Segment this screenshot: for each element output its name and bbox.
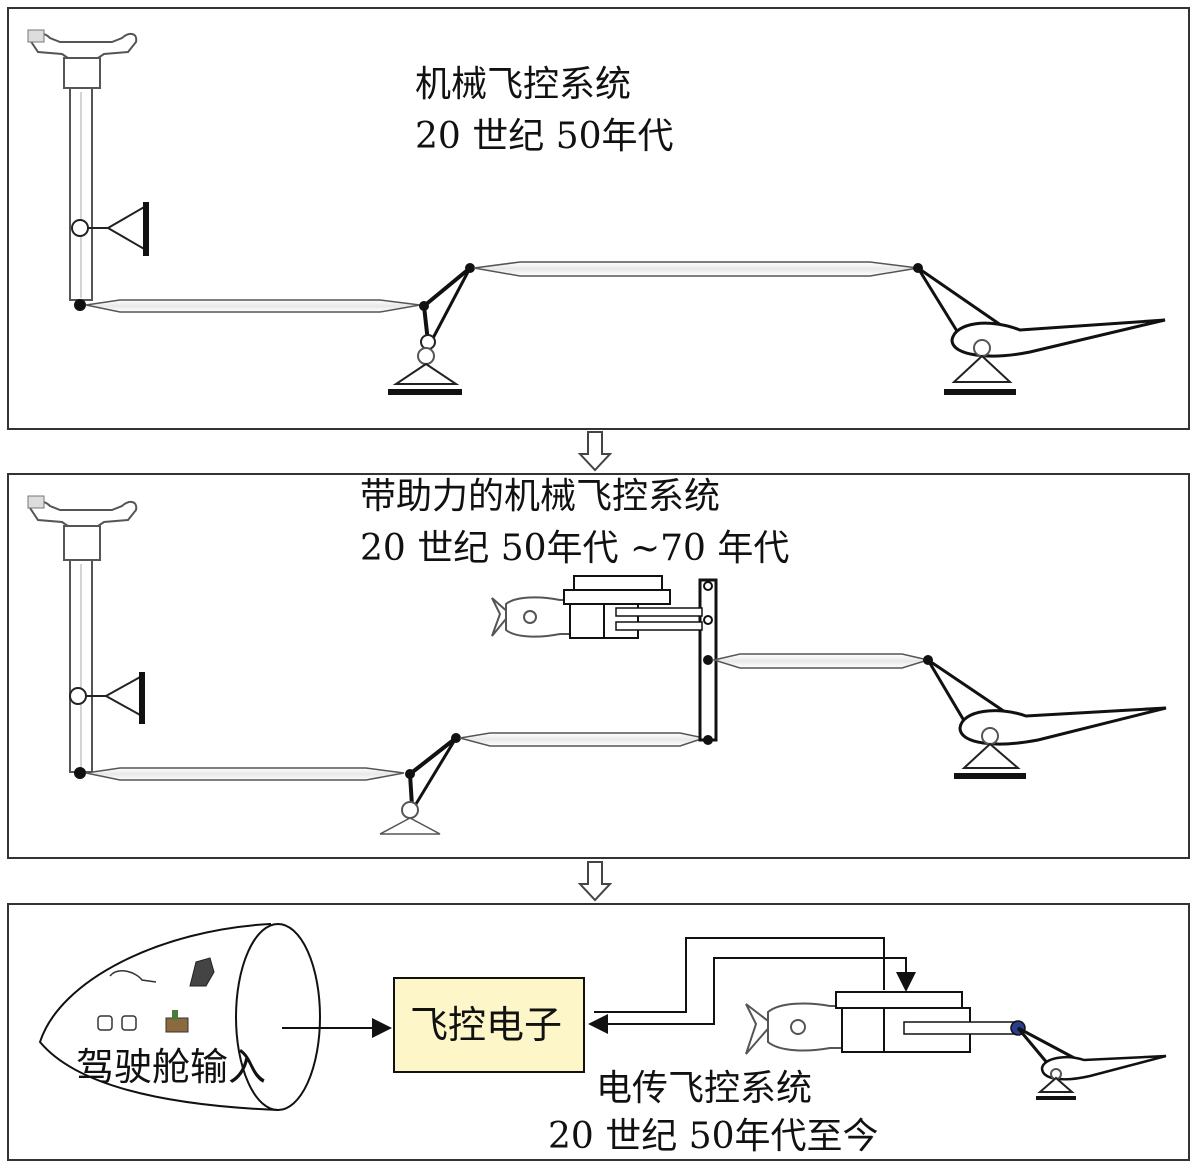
control-surface-icon [1016,1026,1167,1100]
panel-frame [7,473,1190,859]
panel-frame [7,903,1190,1161]
feedback-wiring [588,937,916,1034]
panel-fly-by-wire: 驾驶舱输入 飞控电子 [7,903,1190,1161]
hydraulic-actuator-icon [745,991,1026,1055]
control-yoke-icon [27,495,138,773]
push-rod [711,653,931,669]
control-surface-icon [923,655,1167,779]
push-rod [459,732,707,747]
flight-control-computer-box [393,977,585,1073]
panel-era: 20 世纪 50年代 [415,116,674,157]
bellcrank-icon [388,263,475,395]
cockpit-input-label: 驾驶舱输入 [76,1045,266,1089]
push-rod [74,299,421,313]
control-yoke-icon [27,29,138,301]
pivot-bracket-icon [71,202,149,256]
bellcrank-icon [379,733,461,835]
hydraulic-actuator-icon [491,575,703,639]
panel-era: 20 世纪 50年代至今 [548,1116,879,1157]
pivot-bracket-icon [69,672,145,724]
panel-frame [7,7,1190,430]
panel-title: 机械飞控系统 [415,64,631,105]
panel-era: 20 世纪 50年代 ~70 年代 [360,528,789,569]
panel-title: 电传飞控系统 [596,1068,812,1109]
push-rod [74,767,405,781]
servo-lever-icon [698,578,718,745]
panel-title: 带助力的机械飞控系统 [360,476,720,517]
panel-boosted: 带助力的机械飞控系统 20 世纪 50年代 ~70 年代 [7,473,1190,859]
cockpit-nose-icon [38,922,321,1112]
down-arrow-icon [577,431,613,472]
push-rod [473,261,919,277]
control-surface-icon [913,263,1166,395]
panel-mechanical: 机械飞控系统 20 世纪 50年代 [7,7,1190,430]
flight-control-computer-label: 飞控电子 [410,1003,562,1047]
down-arrow-icon [577,861,613,902]
